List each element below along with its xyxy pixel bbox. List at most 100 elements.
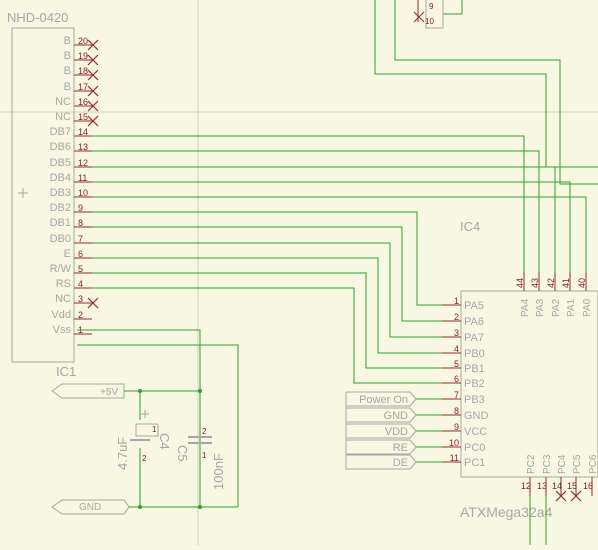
lcd-pin-label: RS [56,278,71,290]
lcd-pin-nc-mark [87,54,99,66]
lcd-pin-label: DB4 [50,172,71,184]
mcu-left-pin-label: PC1 [464,457,485,469]
mcu-left-pin-label: PB1 [464,363,485,375]
mcu-bottom-pin-label: PC3 [542,454,553,474]
c4-pin-neg: 2 [142,454,147,463]
power-section: +5V GND 1 2 4.7uF C4 2 1 C5 100nF [51,329,239,515]
top-pin-10: 10 [425,17,434,26]
mcu-top-pin-number: 42 [546,278,556,288]
mcu-left-pin-number: 1 [454,296,459,306]
mcu-left-pin-number: 4 [454,344,459,354]
mcu-left-pin-label: PA5 [464,300,484,312]
c4-ref: C4 [157,433,172,450]
lcd-pin-number: 7 [78,234,83,244]
lcd-pin-label: E [64,248,71,260]
c5-value: 100nF [211,453,226,490]
mcu-top-pin-label: PA0 [582,298,593,317]
lcd-pin-number: 20 [78,36,88,46]
lcd-pin-number: 13 [78,142,88,152]
mcu-top-pin-label: PA2 [551,298,562,317]
lcd-pin-number: 6 [78,249,83,259]
mcu-left-pin-label: VCC [464,426,487,438]
lcd-pin-number: 10 [78,188,88,198]
lcd-pin-number: 17 [78,82,88,92]
net-label-text: VDD [385,426,408,438]
mcu-ref: IC4 [460,219,480,234]
net-label-text: DE [393,457,408,469]
net-label-text: Power On [359,394,408,406]
mcu-bottom-pin-number: 15 [567,481,577,491]
data-bus-wires [92,135,587,384]
lcd-body [11,27,75,363]
mcu-left-pin-number: 6 [454,374,459,384]
lcd-pin-number: 2 [78,310,83,320]
mcu-left-pin-number: 3 [454,328,459,338]
lcd-pin-label: NC [55,111,71,123]
mcu-top-pin-number: 44 [515,278,525,288]
mcu-left-pin-number: 8 [454,406,459,416]
lcd-pin-label: B [64,65,71,77]
lcd-ref: IC1 [56,364,76,379]
bus-wire-left [92,211,442,306]
lcd-pin-number: 14 [78,127,88,137]
mcu-top-pin-label: PA3 [535,298,546,317]
top-wire [374,0,598,168]
mcu-left-pin-number: 10 [449,438,459,448]
mcu-bottom-pin-number: 13 [537,481,547,491]
lcd-pin-label: B [64,50,71,62]
mcu-bottom-pin-label: PC4 [557,454,568,474]
bus-wire-left [92,257,442,354]
top-component: 9 10 [413,0,444,29]
lcd-pin-number: 15 [78,112,88,122]
lcd-pin-number: 5 [78,264,83,274]
c5-pin-a: 2 [202,427,207,436]
mcu-bottom-pin-label: PC6 [588,454,598,474]
bus-wire-left [92,242,442,338]
vplus-label: +5V [100,387,118,398]
mcu-left-pin-number: 9 [454,422,459,432]
bus-wire-top [92,196,587,272]
lcd-pin-nc-mark [87,297,99,309]
mcu-top-pin-label: PA1 [566,298,577,317]
mcu-bottom-pin-label: PC2 [526,454,537,474]
mcu-name: ATXMega32a4 [460,504,553,520]
mcu-top-pin-number: 40 [577,278,587,288]
lcd-pin-number: 9 [78,203,83,213]
bus-wire-top [92,150,540,272]
lcd-pin-label: DB7 [50,126,71,138]
c5-pin-b: 1 [202,451,207,460]
lcd-name: NHD-0420 [7,10,68,25]
mcu-left-pin-number: 11 [450,453,459,463]
lcd-pin-number: 16 [78,97,88,107]
mcu-left-pin-label: PB0 [464,348,485,360]
mcu-bottom-pin-nc-mark [555,490,567,502]
mcu-left-pin-label: PA7 [464,332,484,344]
mcu-top-pin-number: 43 [530,278,540,288]
bus-wire-left [92,272,442,369]
top-pin-9: 9 [429,2,434,11]
c4-pin-pos: 1 [152,425,157,434]
mcu-bottom-pin-nc-mark [570,490,582,502]
net-label-text: GND [384,410,409,422]
lcd-pin-label: B [64,81,71,93]
mcu-top-pin-number: 41 [561,278,571,288]
c5-ref: C5 [175,445,190,462]
mcu-left-pin-label: PA6 [464,316,484,328]
mcu-bottom-pin-label: PC5 [572,454,583,474]
mcu-bottom-pin-number: 16 [583,481,593,491]
lcd-pin-label: Vdd [51,309,71,321]
bus-wire-left [92,287,442,384]
mcu-left-pin-number: 7 [454,390,459,400]
lcd-pin-label: DB6 [50,141,71,153]
lcd-pin-label: DB1 [50,217,71,229]
bus-wire-top [92,181,571,272]
mcu-top-pin-label: PA4 [520,298,531,317]
mcu-bottom-pin-number: 14 [552,481,562,491]
